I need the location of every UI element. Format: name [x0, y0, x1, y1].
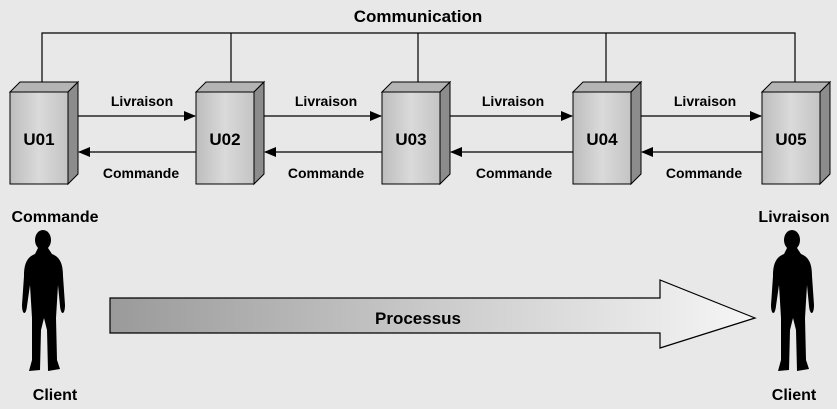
livraison-label-1: Livraison	[111, 93, 173, 109]
livraison-label-3: Livraison	[482, 93, 544, 109]
commande-arrow-3: Commande	[450, 147, 573, 181]
right-client-person-icon	[771, 230, 814, 371]
right-client-caption-top: Livraison	[758, 209, 829, 226]
unit-label-u01: U01	[23, 130, 54, 149]
communication-bus	[41, 32, 796, 82]
commande-arrow-4: Commande	[641, 147, 762, 181]
unit-label-u05: U05	[775, 130, 806, 149]
left-client-person-icon	[22, 230, 65, 371]
unit-u03: U03	[380, 80, 452, 186]
commande-arrow-2: Commande	[264, 147, 382, 181]
livraison-arrow-4: Livraison	[641, 93, 762, 121]
unit-label-u02: U02	[209, 130, 240, 149]
process-arrow: Processus	[109, 279, 757, 349]
commande-label-4: Commande	[666, 165, 742, 181]
livraison-arrow-1: Livraison	[78, 93, 196, 121]
commande-label-3: Commande	[476, 165, 552, 181]
right-client-caption-bottom: Client	[772, 387, 817, 404]
process-label: Processus	[375, 309, 461, 328]
livraison-arrow-3: Livraison	[450, 93, 573, 121]
commande-label-2: Commande	[288, 165, 364, 181]
unit-label-u04: U04	[586, 130, 618, 149]
commande-label-1: Commande	[103, 165, 179, 181]
unit-u02: U02	[194, 80, 266, 186]
livraison-arrow-2: Livraison	[264, 93, 382, 121]
unit-label-u03: U03	[395, 130, 426, 149]
left-client-caption-top: Commande	[11, 209, 98, 226]
unit-u04: U04	[571, 80, 643, 186]
communication-label: Communication	[354, 7, 482, 26]
commande-arrow-1: Commande	[78, 147, 196, 181]
left-client-caption-bottom: Client	[33, 387, 78, 404]
livraison-label-2: Livraison	[295, 93, 357, 109]
unit-u05: U05	[760, 80, 832, 186]
unit-u01: U01	[8, 80, 80, 186]
livraison-label-4: Livraison	[674, 93, 736, 109]
